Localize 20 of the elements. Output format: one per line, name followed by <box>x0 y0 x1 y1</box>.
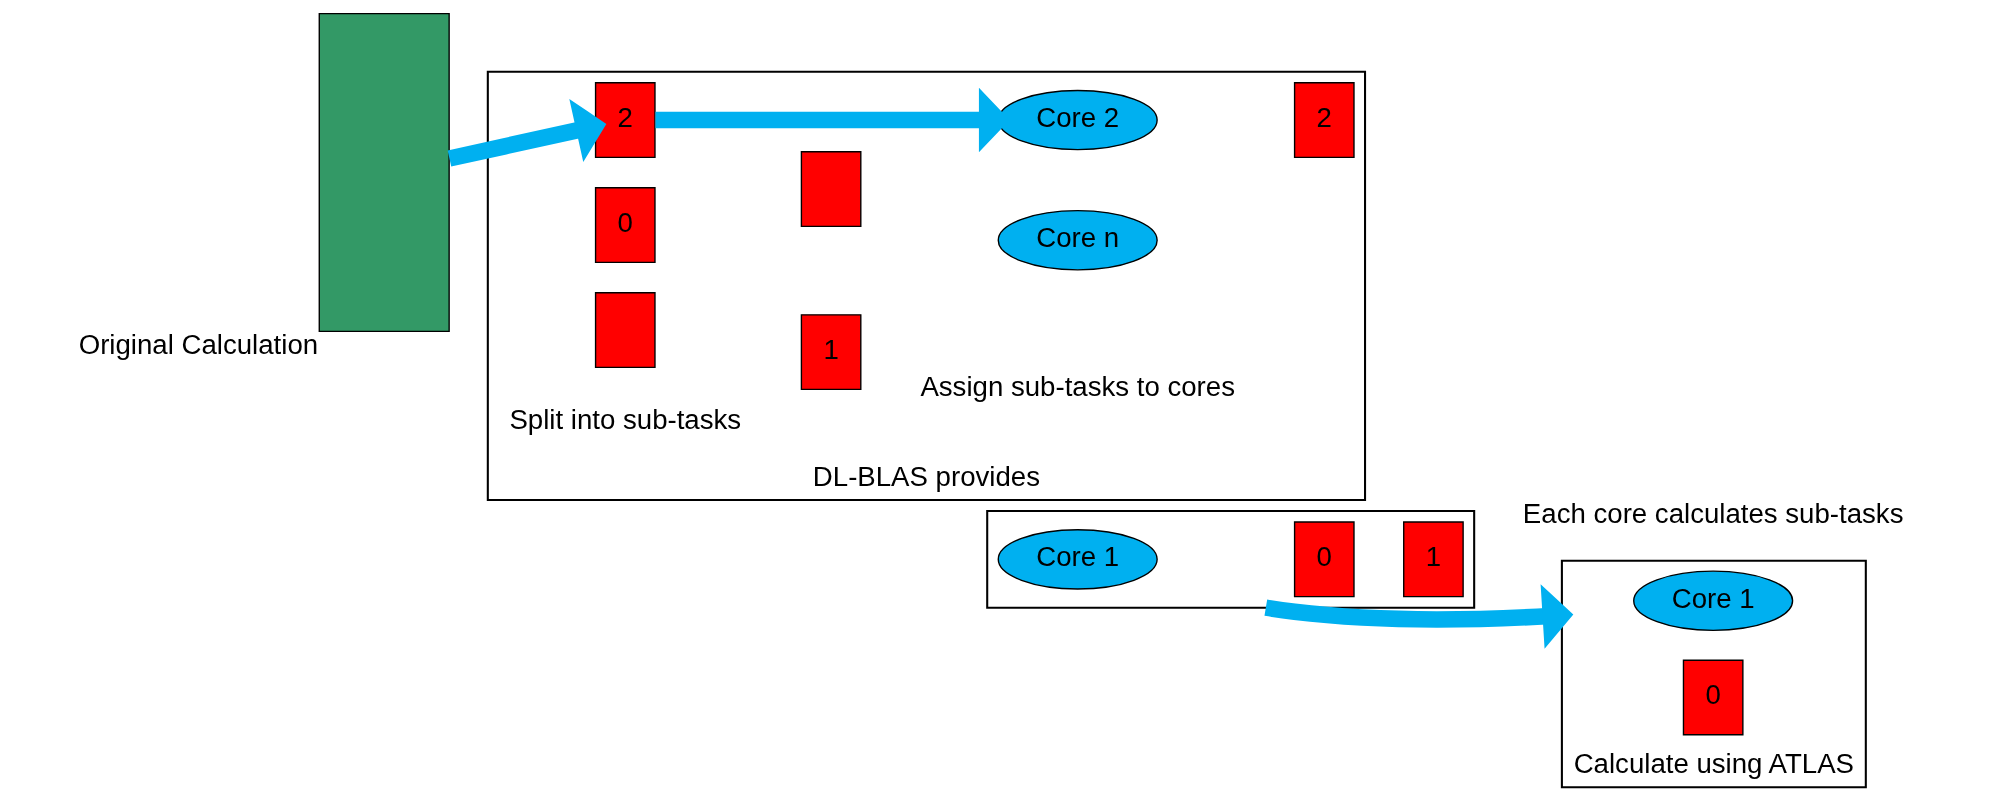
cluster <box>986 509 1476 609</box>
node-box: 2 <box>1293 82 1355 159</box>
node-label: Original Calculation <box>78 328 319 360</box>
node-ellipse: Core n <box>997 209 1158 271</box>
node-ellipse: Core 1 <box>997 529 1158 590</box>
node-label: Each core calculates sub-tasks <box>1522 498 1904 530</box>
node-box: 1 <box>800 314 862 391</box>
node-box <box>594 292 656 368</box>
arrow <box>447 98 607 167</box>
node-box: 0 <box>594 187 656 263</box>
node-box: 0 <box>1682 659 1744 736</box>
node-box <box>800 151 862 228</box>
node-box: 0 <box>1293 521 1355 598</box>
label: Assign sub-tasks to cores <box>920 371 1235 403</box>
node-box: 2 <box>594 82 656 159</box>
node-box: 1 <box>1403 521 1464 598</box>
arrow <box>1264 584 1574 649</box>
label: Split into sub-tasks <box>509 404 742 436</box>
node-ellipse: Core 1 <box>1633 570 1794 632</box>
node-box <box>318 13 450 333</box>
